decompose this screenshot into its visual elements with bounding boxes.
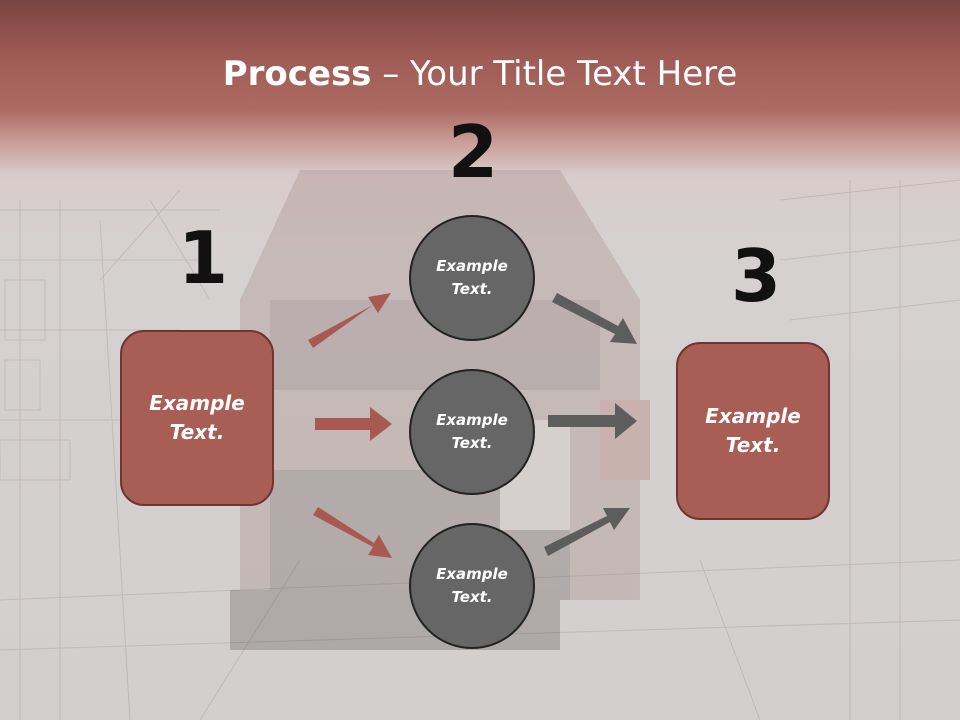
arrow-right-down-gray-icon [552, 293, 637, 344]
step-box-1-line2: Text. [169, 420, 225, 444]
circle-bottom-line2: Text. [451, 588, 493, 606]
circle-top-line2: Text. [451, 280, 493, 298]
step-number-1: 1 [178, 216, 229, 300]
slide-title: Process – Your Title Text Here [0, 52, 960, 96]
arrow-right-up-icon [308, 293, 391, 348]
step-box-3-line1: Example [705, 404, 801, 428]
circle-bottom-line1: Example [436, 565, 508, 583]
arrow-right-gray-icon [548, 403, 637, 439]
circle-middle-line1: Example [436, 411, 508, 429]
step-number-3: 3 [731, 234, 782, 318]
arrow-right-up-gray-icon [544, 508, 630, 556]
step-number-2: 2 [448, 110, 499, 194]
arrow-right-icon [315, 407, 392, 441]
circle-middle-line2: Text. [451, 434, 493, 452]
step-box-1-line1: Example [149, 391, 245, 415]
arrow-right-down-icon [313, 507, 392, 558]
step-box-3-line2: Text. [725, 433, 781, 457]
title-rest: – Your Title Text Here [371, 54, 738, 94]
circle-top-line1: Example [436, 257, 508, 275]
title-bold: Process [222, 54, 372, 94]
